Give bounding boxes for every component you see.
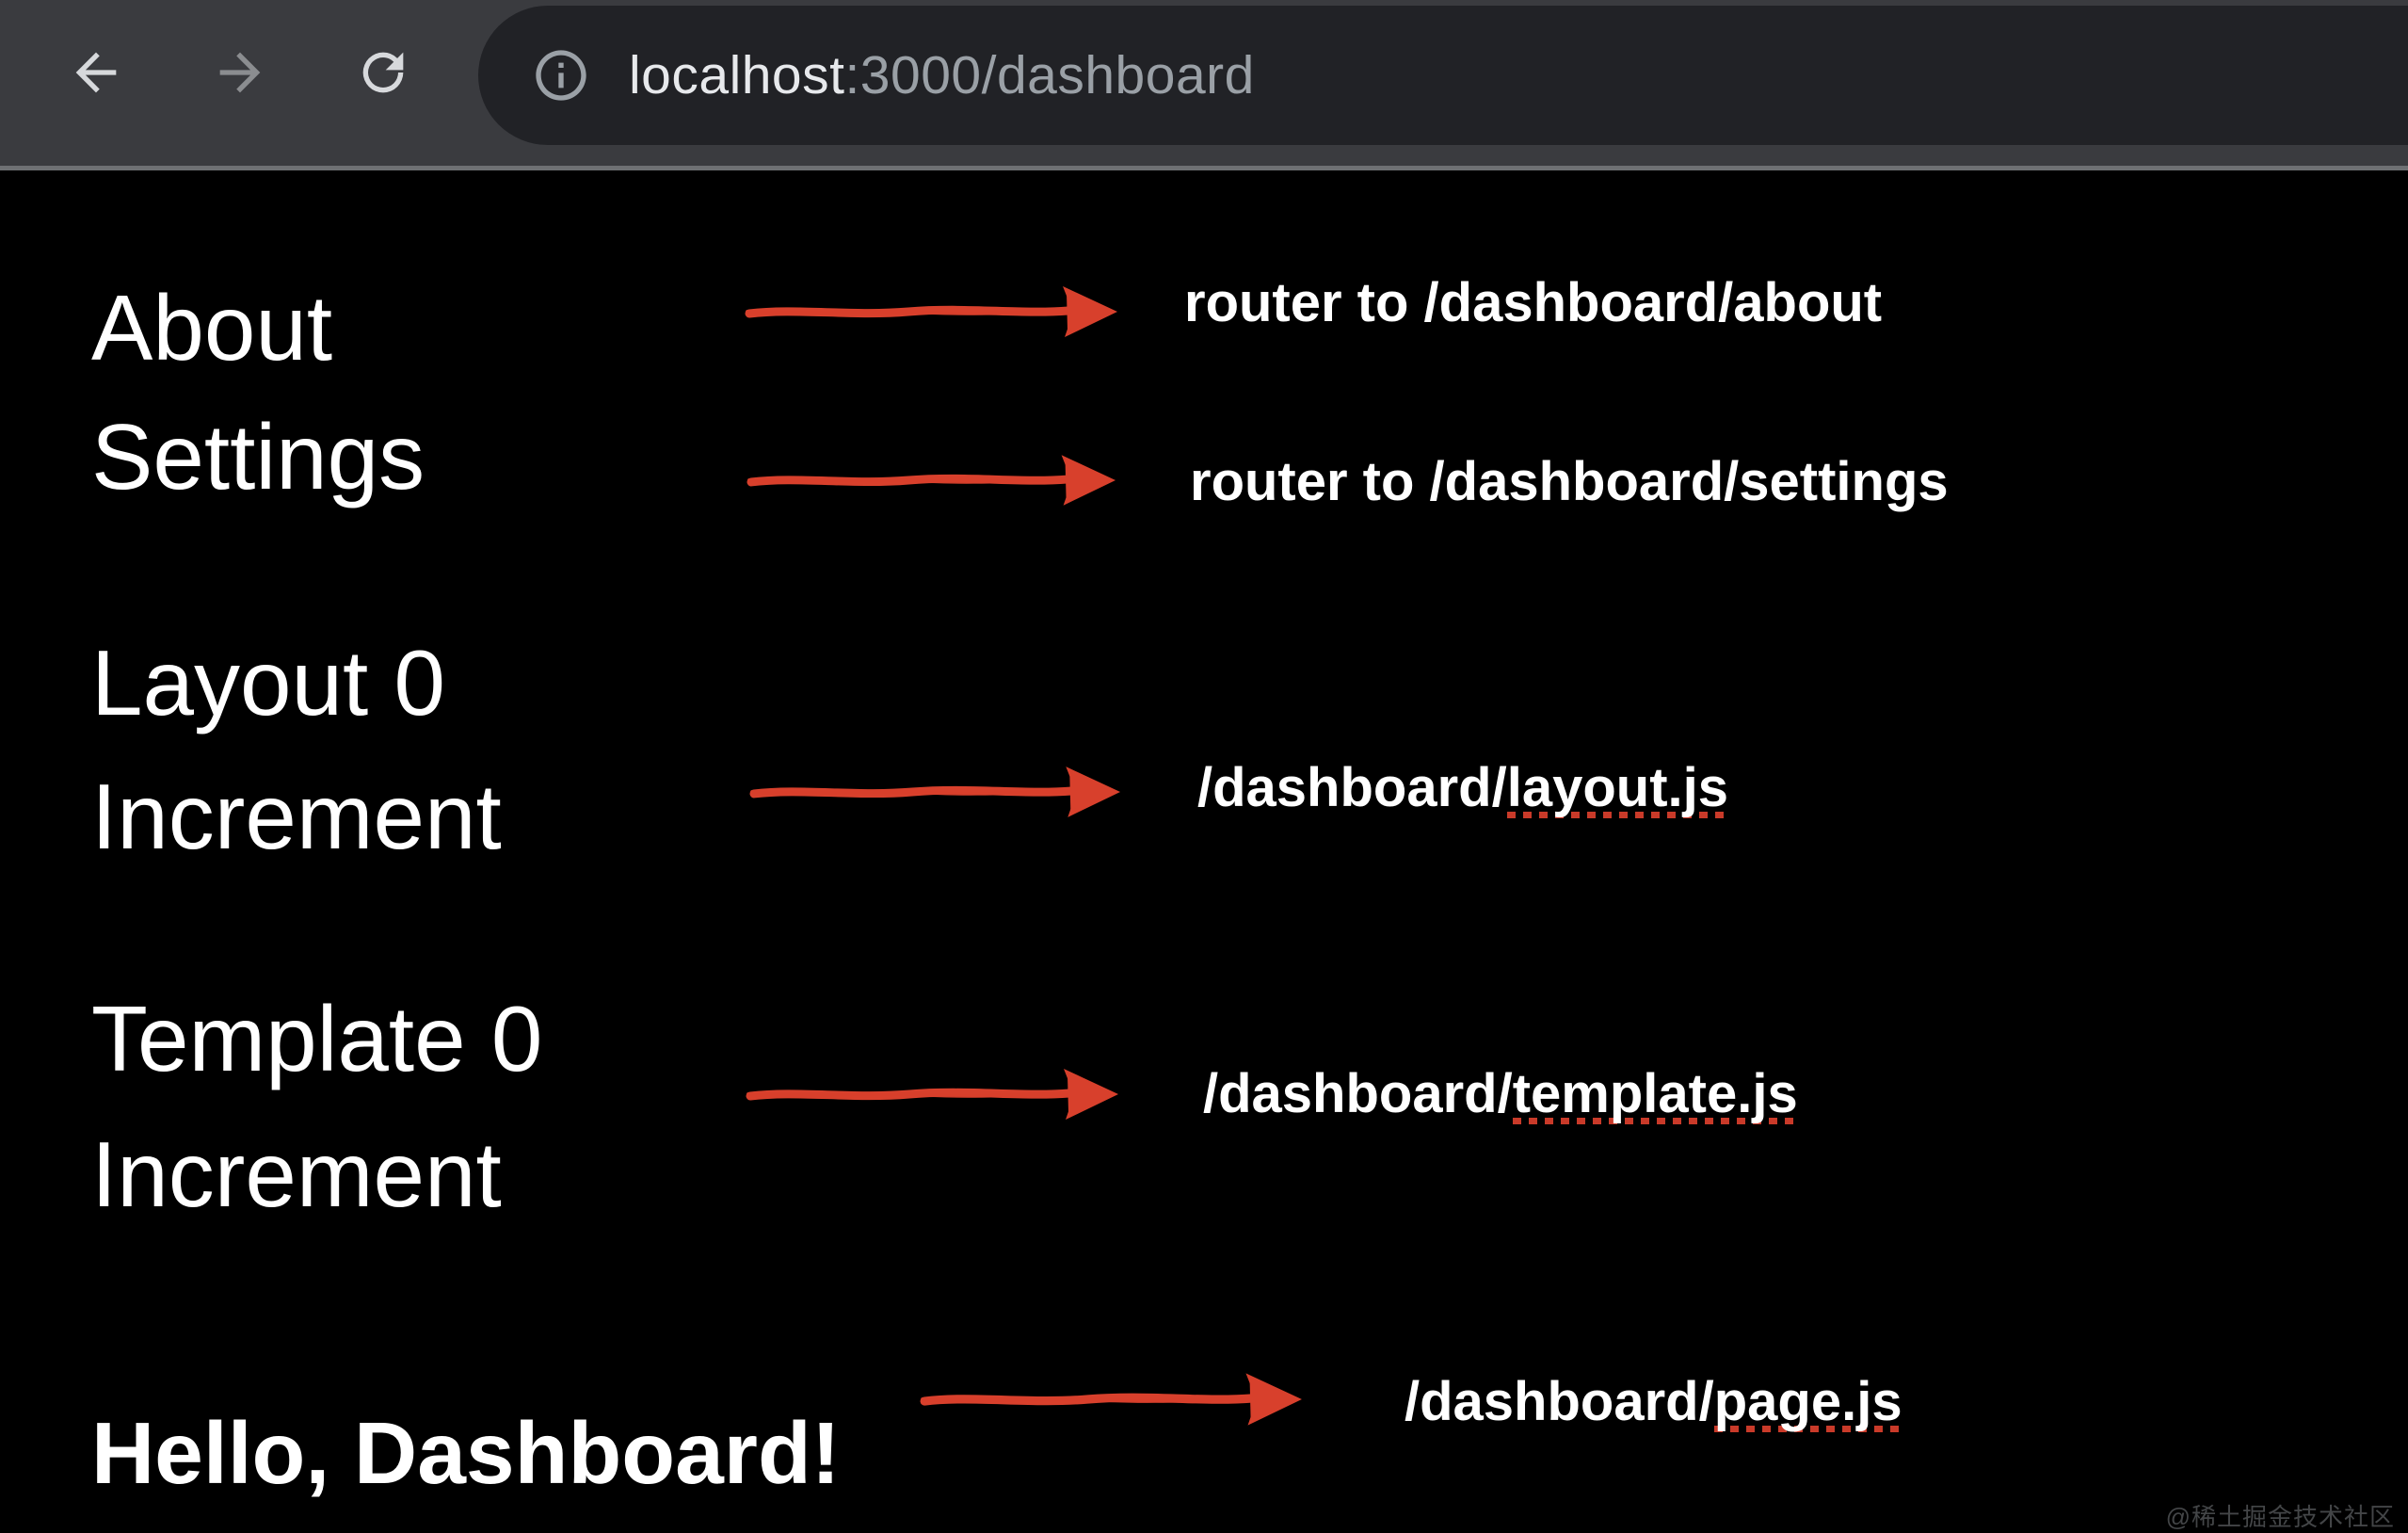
annotation-path-prefix: /dashboard/	[1203, 1063, 1513, 1124]
hand-drawn-arrow-icon	[744, 278, 1120, 346]
nav-link-about[interactable]: About	[91, 276, 333, 379]
annotation-template-file: /dashboard/template.js	[1203, 1063, 1798, 1124]
back-button[interactable]	[58, 35, 134, 110]
info-circle-icon	[536, 50, 586, 101]
nav-link-settings[interactable]: Settings	[91, 405, 425, 508]
template-increment-button[interactable]: Increment	[91, 1122, 502, 1226]
annotation-file-name: page.js	[1713, 1371, 1902, 1432]
page-heading: Hello, Dashboard!	[91, 1404, 841, 1503]
hand-drawn-arrow-icon	[748, 758, 1123, 826]
annotation-layout-file: /dashboard/layout.js	[1197, 757, 1729, 818]
watermark: @稀土掘金技术社区	[2165, 1503, 2395, 1531]
url-hostname: localhost	[629, 45, 845, 105]
back-arrow-icon	[75, 52, 117, 93]
annotation-path-prefix: /dashboard/	[1405, 1371, 1714, 1432]
annotation-file-name: layout.js	[1506, 757, 1729, 818]
annotation-router-settings: router to /dashboard/settings	[1190, 451, 1949, 512]
url-text: localhost:3000/dashboard	[629, 44, 1255, 106]
annotation-router-about: router to /dashboard/about	[1184, 272, 1883, 333]
annotation-path-prefix: /dashboard/	[1197, 757, 1507, 818]
address-bar[interactable]: localhost:3000/dashboard	[478, 6, 2408, 145]
url-path: :3000/dashboard	[844, 45, 1255, 105]
forward-arrow-icon	[219, 52, 261, 93]
forward-button[interactable]	[202, 35, 278, 110]
hand-drawn-arrow-icon	[919, 1364, 1305, 1434]
hand-drawn-arrow-icon	[746, 446, 1118, 514]
template-counter-label: Template 0	[91, 987, 543, 1090]
reload-icon	[362, 52, 404, 93]
site-info-button[interactable]	[531, 45, 591, 105]
annotation-file-name: template.js	[1512, 1063, 1798, 1124]
layout-counter-label: Layout 0	[91, 631, 445, 734]
hand-drawn-arrow-icon	[745, 1060, 1121, 1128]
layout-increment-button[interactable]: Increment	[91, 765, 502, 868]
annotation-page-file: /dashboard/page.js	[1405, 1371, 1902, 1432]
reload-button[interactable]	[345, 35, 421, 110]
browser-toolbar: localhost:3000/dashboard	[0, 0, 2408, 170]
